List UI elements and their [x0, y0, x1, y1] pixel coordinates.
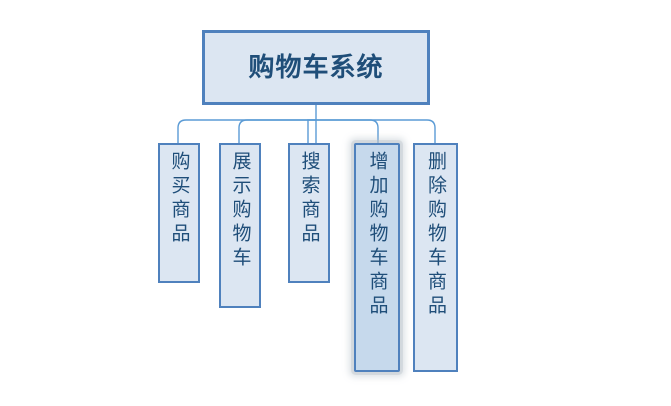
node-child-display-cart[interactable]: 展示购物车	[219, 143, 261, 308]
node-child-search-product[interactable]: 搜索商品	[288, 143, 330, 283]
node-child-delete-cart-item[interactable]: 删除购物车商品	[413, 143, 458, 372]
connector-to-child-2	[238, 119, 316, 143]
node-child-delete-cart-item-label: 删除购物车商品	[425, 151, 447, 319]
node-root-label: 购物车系统	[248, 52, 384, 83]
node-root[interactable]: 购物车系统	[202, 30, 430, 105]
node-child-add-cart-item-label: 增加购物车商品	[366, 151, 389, 319]
node-child-add-cart-item[interactable]: 增加购物车商品	[354, 143, 400, 372]
node-child-search-product-label: 搜索商品	[298, 151, 321, 247]
connector-to-child-5	[316, 119, 436, 143]
connector-to-child-1	[177, 119, 316, 143]
node-child-buy-product-label: 购买商品	[168, 151, 191, 247]
node-child-display-cart-label: 展示购物车	[229, 151, 252, 271]
node-child-buy-product[interactable]: 购买商品	[158, 143, 200, 283]
connector-to-child-4	[316, 119, 379, 143]
connector-to-child-3	[307, 119, 316, 143]
